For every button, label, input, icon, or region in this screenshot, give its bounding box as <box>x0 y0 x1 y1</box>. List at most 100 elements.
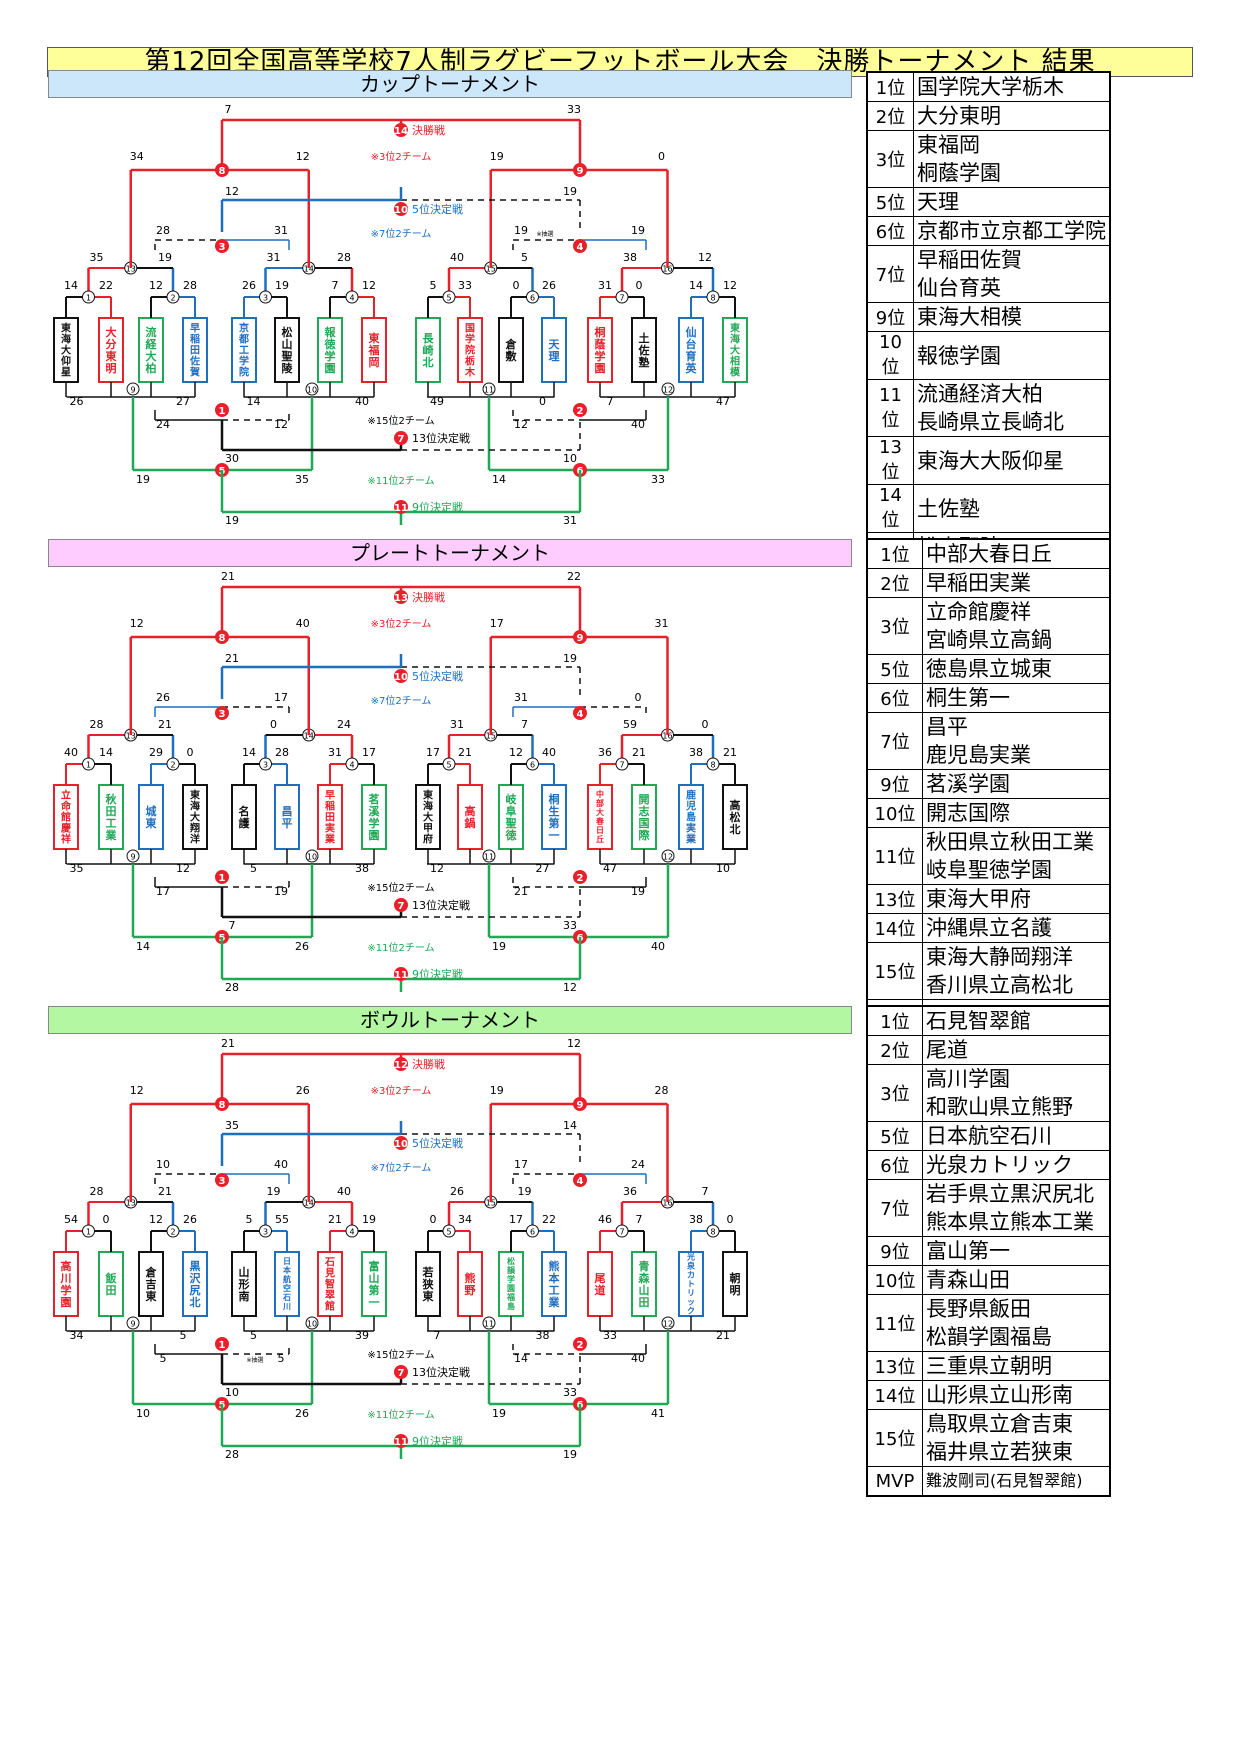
cup-p5-score: 19 <box>563 185 577 198</box>
result-team: 秋田県立秋田工業岐阜聖徳学園 <box>922 827 1111 885</box>
result-rank: 3位 <box>866 130 914 188</box>
bowl-l2-score: 19 <box>492 1407 506 1420</box>
result-row: 5位天理 <box>866 187 1111 217</box>
cup-team-name: 東海大相模 <box>730 322 741 379</box>
result-rank: 9位 <box>866 769 923 799</box>
plate-match-1-circle <box>215 870 229 884</box>
result-team: 尾道 <box>922 1035 1111 1065</box>
result-team-name: 仙台育英 <box>917 276 1001 300</box>
result-team: 早稲田実業 <box>922 568 1111 598</box>
cup-match-4-label: 4 <box>577 242 584 253</box>
result-team-name: 茗溪学園 <box>926 772 1010 796</box>
bowl-final-score: 12 <box>567 1037 581 1050</box>
result-team-name: 長野県飯田 <box>926 1297 1031 1321</box>
cup-l1-score: 26 <box>70 395 84 408</box>
result-row: 10位青森山田 <box>866 1265 1111 1295</box>
plate-match-1-circle <box>82 757 95 771</box>
bowl-match-1-circle <box>215 1337 229 1351</box>
bowl-team-name: 松韻学園福島 <box>506 1256 516 1311</box>
bowl-match-8-label: 8 <box>219 1100 226 1111</box>
bowl-match-10-circle <box>394 1136 408 1150</box>
result-team-name: 報徳学園 <box>917 343 1001 368</box>
bowl-match-1-label: 1 <box>219 1340 226 1351</box>
cup-match-10-label: 10 <box>394 205 408 216</box>
plate-match-3-label: 3 <box>263 761 268 770</box>
result-team: 中部大春日丘 <box>922 538 1111 569</box>
result-row: 13位東海大甲府 <box>866 884 1111 914</box>
plate-team-name: 東海大翔洋 <box>189 789 200 846</box>
bowl-team-name: 光泉カトリック <box>686 1252 696 1316</box>
cup-match-8-label: 8 <box>710 294 715 303</box>
bowl-team-name: 黒沢尻北 <box>190 1260 202 1309</box>
plate-match-10-label: 10 <box>307 853 317 862</box>
result-team-name: 東海大静岡翔洋 <box>926 945 1073 969</box>
cup-fifteenth-label: ※15位2チーム <box>367 414 434 427</box>
bowl-third-label: ※3位2チーム <box>371 1084 432 1097</box>
cup-final-label: 決勝戦 <box>412 123 445 137</box>
bowl-match-11-label: 11 <box>394 1437 408 1448</box>
plate-match-4-circle <box>345 757 359 771</box>
bowl-team-name: 石見智翠館 <box>324 1257 335 1313</box>
result-row: 6位京都市立京都工学院 <box>866 216 1111 246</box>
bowl-team-box <box>98 1251 124 1317</box>
cup-r1-score: 7 <box>332 279 339 292</box>
bowl-l1-score: 39 <box>355 1329 369 1342</box>
result-team-name: 日本航空石川 <box>926 1124 1052 1148</box>
plate-l1-score: 27 <box>536 862 550 875</box>
result-rank: 14位 <box>866 484 914 533</box>
cup-match-3-circle <box>259 290 272 304</box>
bowl-l2-score: 26 <box>295 1407 309 1420</box>
plate-pb-score: 19 <box>631 885 645 898</box>
bowl-match-2-label: 2 <box>577 1340 584 1351</box>
plate-match-9-circle <box>126 849 140 863</box>
result-team: 沖縄県立名護 <box>922 913 1111 943</box>
plate-match-5-circle <box>442 757 456 771</box>
plate-team-name: 高鍋 <box>465 804 476 830</box>
plate-sf-score: 17 <box>490 617 504 630</box>
bowl-match-11-label: 11 <box>484 1320 494 1329</box>
bowl-match-6-circle <box>526 1224 539 1238</box>
cup-qf-score: 28 <box>337 251 351 264</box>
plate-match-7-circle <box>615 757 629 771</box>
result-team-name: 鳥取県立倉吉東 <box>926 1412 1073 1436</box>
result-team: 京都市立京都工学院 <box>913 216 1111 246</box>
cup-sf-score: 19 <box>490 150 504 163</box>
plate-match-8-circle <box>706 757 720 771</box>
cup-p13-score: 30 <box>225 452 239 465</box>
result-team: 東福岡桐蔭学園 <box>913 130 1111 188</box>
result-team-name: 中部大春日丘 <box>926 542 1052 566</box>
plate-match-12-circle <box>661 849 675 863</box>
cup-team-name: 土佐塾 <box>638 331 650 369</box>
cup-r1-score: 19 <box>275 279 289 292</box>
bowl-match-9-label: 9 <box>577 1100 584 1111</box>
result-team-name: 東海大相模 <box>917 305 1022 329</box>
result-rank: 9位 <box>866 1236 923 1266</box>
bowl-final-score: 21 <box>221 1037 235 1050</box>
result-rank: 6位 <box>866 216 914 246</box>
plate-final-score: 21 <box>221 570 235 583</box>
bowl-team-name: 熊野 <box>465 1271 476 1297</box>
plate-match-9-label: 9 <box>130 853 135 862</box>
cup-team-name: 国学院栃木 <box>464 323 476 379</box>
result-rank: 5位 <box>866 1121 923 1151</box>
bowl-match-7-label: 7 <box>398 1368 405 1379</box>
plate-p7a-score: 17 <box>274 691 288 704</box>
plate-match-final-circle <box>394 590 408 604</box>
plate-match-7-label: 7 <box>398 901 405 912</box>
cup-match-14-label: 14 <box>304 265 314 274</box>
cup-match-1-circle <box>82 290 95 304</box>
result-team-name: 天理 <box>917 190 959 214</box>
cup-match-7-circle <box>394 431 408 445</box>
bowl-pb-score: 40 <box>631 1352 645 1365</box>
result-team: 東海大甲府 <box>922 884 1111 914</box>
result-team-name: 光泉カトリック <box>926 1153 1073 1177</box>
plate-r1-score: 21 <box>723 746 737 759</box>
cup-match-8-circle <box>706 290 720 304</box>
bowl-match-11-circle <box>482 1316 496 1330</box>
bowl-match-5-circle <box>442 1224 456 1238</box>
bowl-l2-score: 41 <box>651 1407 665 1420</box>
cup-match-11-label: 11 <box>484 386 494 395</box>
